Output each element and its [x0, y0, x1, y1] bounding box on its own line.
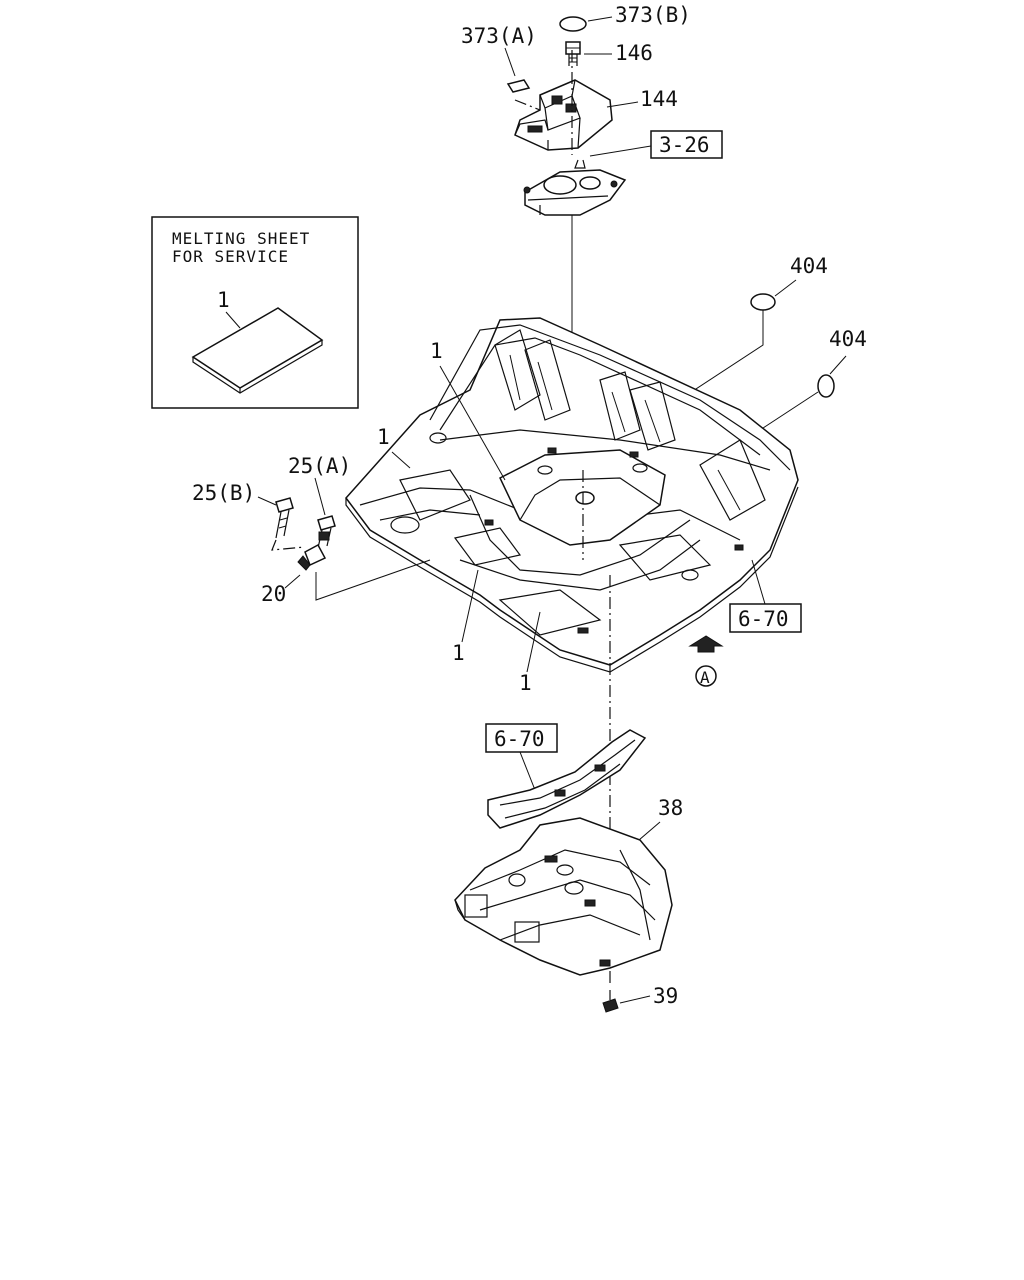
- inset-title-line2: FOR SERVICE: [172, 247, 289, 266]
- callout-38: 38: [658, 796, 683, 820]
- view-marker-circle: [695, 665, 717, 687]
- shift-mechanism: [523, 159, 627, 216]
- callout-25a: 25(A): [288, 454, 351, 478]
- bracket-20: [297, 543, 327, 571]
- callout-3-26: 3-26: [659, 133, 710, 157]
- callout-1-upper-center: 1: [430, 339, 443, 363]
- bolt-146: [565, 41, 581, 66]
- callout-1-lower-left: 1: [452, 641, 465, 665]
- housing-144: [514, 79, 613, 151]
- clip-39: [602, 990, 619, 1013]
- callout-144: 144: [640, 87, 678, 111]
- inset-melting-sheet: MELTING SHEET FOR SERVICE 1: [151, 216, 359, 409]
- floor-rail: [487, 729, 647, 829]
- inset-title-line1: MELTING SHEET: [172, 229, 310, 248]
- callout-6-70-right: 6-70: [738, 607, 789, 631]
- view-arrow-icon: [688, 635, 724, 653]
- callout-39: 39: [653, 984, 678, 1008]
- ref-box-3-26: [650, 130, 723, 159]
- view-marker-a: A: [700, 668, 711, 687]
- melting-sheet-drawing: [191, 307, 324, 394]
- callout-25b: 25(B): [192, 481, 255, 505]
- callout-404-top: 404: [790, 254, 828, 278]
- callout-6-70-lower: 6-70: [494, 727, 545, 751]
- inset-part-number: 1: [217, 288, 230, 312]
- callout-146: 146: [615, 41, 653, 65]
- callout-373b: 373(B): [615, 3, 691, 27]
- heat-insulator-38: [454, 817, 673, 976]
- shift-lever-assembly: 373(B) 373(A) 146 144: [461, 3, 723, 470]
- cap-373b: [559, 16, 587, 32]
- callout-373a: 373(A): [461, 24, 537, 48]
- tag-373a: [506, 79, 531, 93]
- bolt-25b: [275, 497, 294, 539]
- ref-box-6-70-right: [729, 603, 802, 633]
- callout-404-right: 404: [829, 327, 867, 351]
- ref-box-6-70-lower: [485, 723, 558, 753]
- bracket-group-left: 25(A) 25(B) 20: [192, 454, 431, 606]
- view-arrow-a: A: [688, 635, 724, 687]
- callout-1-upper-left: 1: [377, 425, 390, 449]
- callout-20: 20: [261, 582, 286, 606]
- callout-1-lower-center: 1: [519, 671, 532, 695]
- inset-leader: [225, 311, 241, 329]
- bolt-25a: [317, 515, 336, 549]
